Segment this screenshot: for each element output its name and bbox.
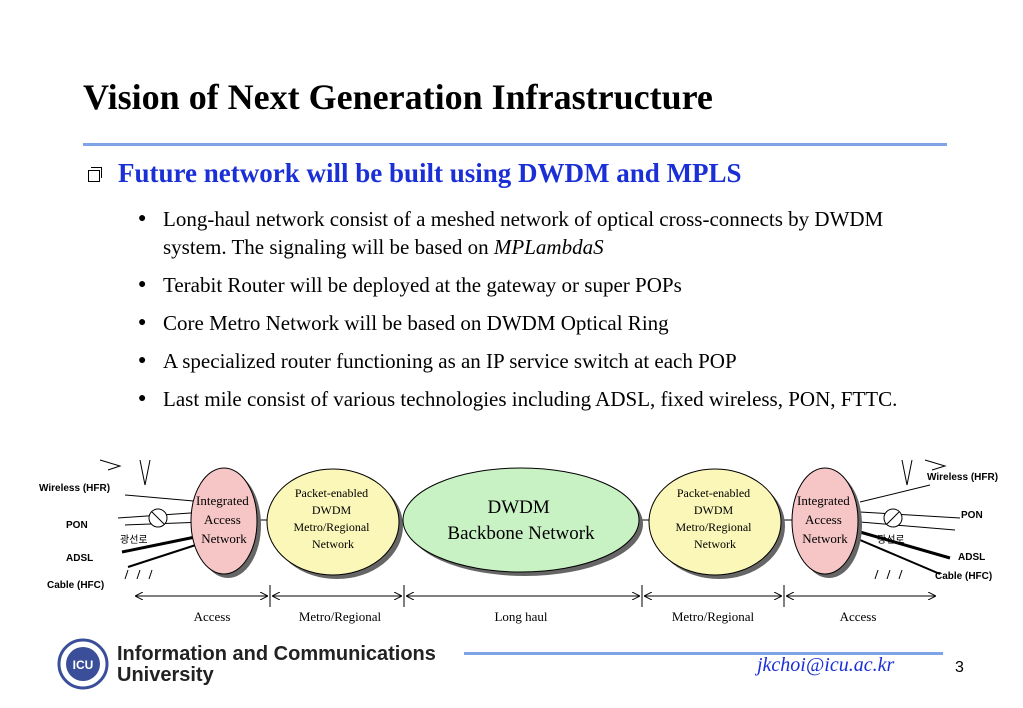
footer-divider bbox=[464, 652, 943, 655]
left-fiber-label: 광선로 bbox=[120, 534, 148, 546]
page-number: 3 bbox=[955, 659, 964, 676]
bullet-list: Long-haul network consist of a meshed ne… bbox=[138, 205, 948, 423]
right-integrated-access-node: Integrated Access Network bbox=[791, 467, 862, 578]
right-access-lines bbox=[859, 459, 961, 580]
left-label-pon: PON bbox=[66, 520, 88, 531]
left-integrated-line2: Access bbox=[204, 512, 241, 527]
core-line2: Backbone Network bbox=[447, 523, 595, 544]
right-integrated-line1: Integrated bbox=[797, 493, 850, 508]
left-access-lines bbox=[99, 459, 206, 580]
right-label-adsl: ADSL bbox=[958, 552, 985, 563]
left-integrated-line3: Network bbox=[201, 531, 247, 546]
svg-text:Packet-enabled DWDM: Packet-enabled DWDM Metro/Regional Netwo… bbox=[294, 486, 373, 551]
right-metro-line2: DWDM bbox=[694, 503, 734, 517]
slide-title: Vision of Next Generation Infrastructure bbox=[83, 77, 713, 117]
icu-logo: ICU bbox=[57, 638, 109, 690]
section-heading: Future network will be built using DWDM … bbox=[88, 158, 742, 189]
segment-label-access-right: Access bbox=[840, 609, 877, 624]
heading-text: Future network will be built using DWDM … bbox=[118, 158, 742, 188]
segment-label-longhaul: Long haul bbox=[494, 609, 547, 624]
segment-label-metro-left: Metro/Regional bbox=[299, 609, 382, 624]
bullet-item: Terabit Router will be deployed at the g… bbox=[138, 271, 948, 299]
left-metro-line2: DWDM bbox=[312, 503, 352, 517]
segment-label-access-left: Access bbox=[194, 609, 231, 624]
right-integrated-line2: Access bbox=[805, 512, 842, 527]
left-metro-line1: Packet-enabled bbox=[295, 486, 368, 500]
segment-label-metro-right: Metro/Regional bbox=[672, 609, 755, 624]
left-integrated-line1: Integrated bbox=[196, 493, 249, 508]
network-diagram: Integrated Access Network Packet-enabled… bbox=[39, 459, 998, 624]
right-label-wireless: Wireless (HFR) bbox=[927, 472, 998, 483]
left-splitter-icon bbox=[148, 508, 168, 528]
bullet-item: A specialized router functioning as an I… bbox=[138, 347, 948, 375]
svg-text:Integrated Access: Integrated Access Network bbox=[196, 493, 252, 546]
left-label-cable: Cable (HFC) bbox=[47, 580, 104, 591]
svg-text:Integrated Access: Integrated Access Network bbox=[797, 493, 853, 546]
svg-text:DWDM Backbone Network: DWDM Backbone Network bbox=[447, 497, 595, 544]
left-metro-node: Packet-enabled DWDM Metro/Regional Netwo… bbox=[266, 468, 403, 579]
title-divider bbox=[83, 143, 947, 146]
right-label-cable: Cable (HFC) bbox=[935, 571, 992, 582]
right-integrated-line3: Network bbox=[802, 531, 848, 546]
right-metro-node: Packet-enabled DWDM Metro/Regional Netwo… bbox=[648, 468, 785, 579]
logo-text: ICU bbox=[73, 658, 94, 672]
author-email[interactable]: jkchoi@icu.ac.kr bbox=[757, 654, 895, 676]
right-label-pon: PON bbox=[961, 510, 983, 521]
left-integrated-access-node: Integrated Access Network bbox=[190, 467, 261, 578]
right-metro-line3: Metro/Regional bbox=[676, 520, 753, 534]
right-fiber-label: 광선로 bbox=[877, 534, 905, 546]
core-line1: DWDM bbox=[487, 497, 549, 518]
svg-text:Packet-enabled DWDM: Packet-enabled DWDM Metro/Regional Netwo… bbox=[676, 486, 755, 551]
bullet-item: Long-haul network consist of a meshed ne… bbox=[138, 205, 948, 261]
left-metro-line4: Network bbox=[312, 537, 354, 551]
left-metro-line3: Metro/Regional bbox=[294, 520, 371, 534]
university-name: Information and Communications Universit… bbox=[117, 643, 436, 686]
right-metro-line4: Network bbox=[694, 537, 736, 551]
left-label-adsl: ADSL bbox=[66, 553, 93, 564]
dwdm-backbone-node: DWDM Backbone Network bbox=[402, 467, 643, 576]
bullet-item: Last mile consist of various technologie… bbox=[138, 385, 948, 413]
left-label-wireless: Wireless (HFR) bbox=[39, 483, 110, 494]
segment-arrows bbox=[136, 585, 935, 607]
checkbox-bullet-icon bbox=[88, 166, 102, 182]
bullet-item: Core Metro Network will be based on DWDM… bbox=[138, 309, 948, 337]
right-splitter-icon bbox=[883, 508, 903, 528]
right-metro-line1: Packet-enabled bbox=[677, 486, 750, 500]
